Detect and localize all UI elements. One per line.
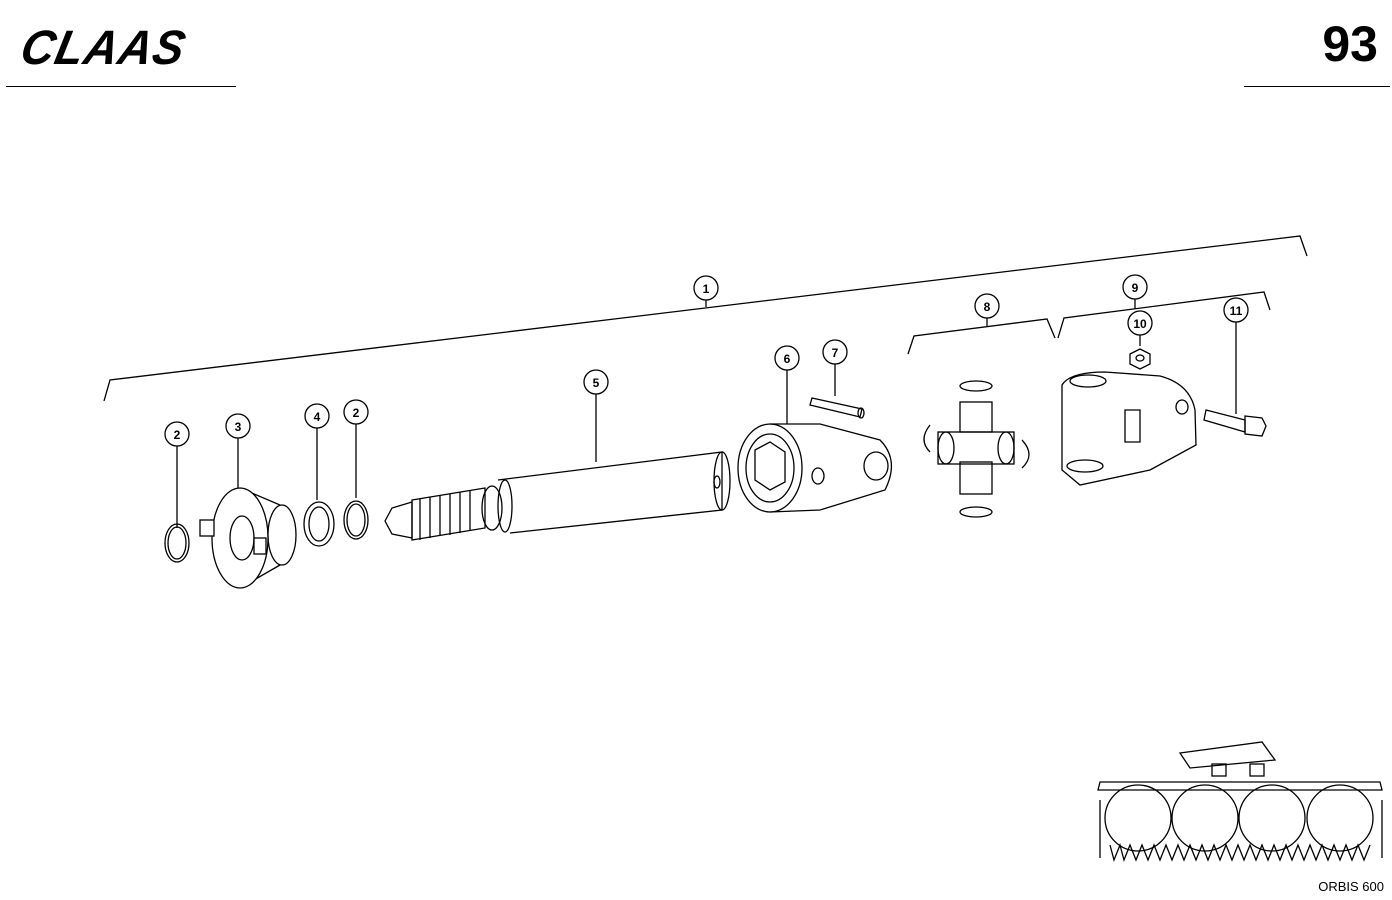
part-circlip-2a — [164, 523, 190, 563]
part-shaft-5 — [384, 451, 731, 541]
callout-4-label: 4 — [314, 410, 321, 424]
callout-6: 6 — [774, 345, 800, 371]
header-rule-right — [1244, 86, 1390, 87]
bracket-assembly-1 — [103, 235, 1308, 402]
callout-9-label: 9 — [1132, 281, 1139, 295]
machine-thumbnail — [1097, 741, 1383, 863]
model-name: ORBIS 600 — [1318, 879, 1384, 894]
callout-2b-label: 2 — [353, 406, 360, 420]
callout-2a: 2 — [164, 421, 190, 447]
header-rule-left — [6, 86, 236, 87]
callout-10: 10 — [1127, 310, 1153, 336]
callout-11: 11 — [1223, 297, 1249, 323]
part-bolt-11 — [1203, 409, 1267, 437]
callout-2a-label: 2 — [174, 428, 181, 442]
callout-1-label: 1 — [703, 282, 710, 296]
callout-6-label: 6 — [784, 352, 791, 366]
part-nut-10 — [1129, 348, 1151, 370]
part-circlip-2b — [343, 500, 369, 540]
callout-1: 1 — [693, 275, 719, 301]
callout-5-label: 5 — [593, 376, 600, 390]
callout-7-label: 7 — [832, 346, 839, 360]
part-cross-8 — [923, 380, 1030, 518]
callout-4: 4 — [304, 403, 330, 429]
callout-9: 9 — [1122, 274, 1148, 300]
callout-8: 8 — [974, 293, 1000, 319]
callout-11-label: 11 — [1230, 304, 1243, 318]
bracket-assembly-9 — [1057, 291, 1271, 339]
callout-3-label: 3 — [235, 420, 242, 434]
bracket-assembly-8 — [907, 318, 1056, 355]
part-flange-3 — [199, 487, 297, 589]
part-pin-7 — [809, 397, 865, 419]
callout-3: 3 — [225, 413, 251, 439]
callout-10-label: 10 — [1133, 317, 1147, 331]
part-ring-4 — [303, 501, 335, 547]
callouts: 1 2 3 4 2 5 6 — [164, 274, 1249, 447]
part-yoke-9 — [1061, 371, 1197, 486]
callout-8-label: 8 — [984, 300, 991, 314]
callout-2b: 2 — [343, 399, 369, 425]
callout-5: 5 — [583, 369, 609, 395]
part-yoke-6 — [737, 423, 892, 513]
callout-7: 7 — [822, 339, 848, 365]
page-number: 93 — [1322, 16, 1378, 72]
